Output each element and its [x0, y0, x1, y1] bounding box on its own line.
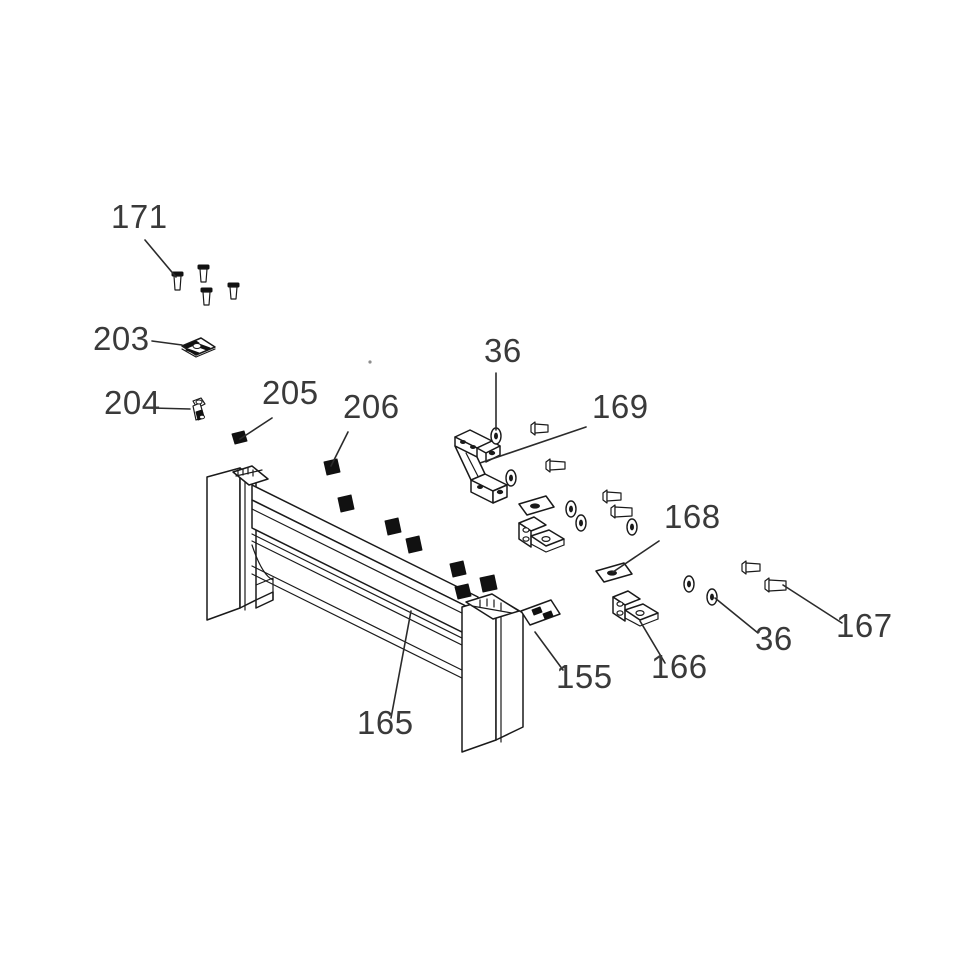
leader-line-203	[151, 340, 183, 346]
horizontal-bolt	[610, 504, 633, 519]
horizontal-bolt	[741, 560, 761, 575]
washer	[505, 469, 517, 487]
washer	[683, 575, 695, 593]
rail-right-leg	[461, 593, 524, 753]
leader-line-206	[330, 431, 349, 467]
leader-line-36b	[714, 597, 759, 634]
leader-line-167	[782, 584, 843, 624]
rail-front-face	[251, 499, 479, 641]
vertical-bolt	[197, 264, 210, 283]
stray-dot	[368, 360, 372, 364]
plug-cap	[405, 535, 423, 554]
horizontal-bolt	[545, 458, 566, 473]
rail-groove-4	[251, 565, 479, 679]
plug-cap	[454, 583, 472, 600]
plug-cap	[323, 458, 341, 476]
rail-groove-2	[251, 533, 479, 647]
horizontal-bolt	[602, 489, 622, 504]
plug-cap	[384, 517, 402, 536]
plug-cap	[337, 494, 355, 513]
part-167-bolt-group	[530, 421, 787, 593]
washer	[706, 588, 718, 606]
callout-label-171: 171	[111, 198, 168, 235]
horizontal-bolt	[530, 421, 549, 436]
leader-line-169	[479, 426, 587, 464]
callout-label-36b: 36	[755, 620, 793, 657]
callout-label-206: 206	[343, 388, 400, 425]
callout-label-167: 167	[836, 607, 893, 644]
plug-cap	[479, 574, 498, 593]
part-203-diamond-plate	[181, 337, 216, 358]
horizontal-bolt	[617, 508, 621, 521]
rail-groove-3	[251, 540, 479, 654]
leader-line-171	[144, 239, 177, 278]
callout-label-205: 205	[262, 374, 319, 411]
part-36-washer-group	[490, 427, 718, 606]
washer	[575, 514, 587, 532]
callout-label-155: 155	[556, 658, 613, 695]
vertical-bolt	[200, 287, 213, 306]
callout-label-168: 168	[664, 498, 721, 535]
leader-line-205	[239, 417, 273, 440]
rail-top-face	[251, 484, 479, 613]
washer	[565, 500, 577, 518]
callout-label-36a: 36	[484, 332, 522, 369]
callout-label-169: 169	[592, 388, 649, 425]
callout-label-165: 165	[357, 704, 414, 741]
callout-label-204: 204	[104, 384, 161, 421]
vertical-bolt	[227, 282, 240, 300]
washer	[626, 518, 638, 536]
part-155-slotted-plate	[520, 599, 561, 626]
part-205-plug-cap	[231, 430, 248, 445]
part-165-main-rail-frame	[206, 465, 524, 753]
rail-left-leg	[206, 465, 274, 621]
leader-line-155	[534, 631, 564, 671]
part-168-flat-tab-plate	[595, 562, 633, 583]
leader-line-166	[639, 620, 666, 664]
plug-cap	[449, 560, 467, 578]
part-206-plug-cap-row	[323, 458, 498, 600]
rail-groove-1	[251, 508, 479, 622]
horizontal-bolt	[764, 577, 787, 593]
leader-line-165	[390, 610, 412, 719]
part-166-angle-bracket	[612, 590, 659, 627]
leader-lines	[144, 239, 843, 719]
rail-groove-5	[251, 573, 479, 687]
callout-labels: 171 203 204 205 206 36 169 168 167 36 166 155 165	[93, 198, 893, 741]
callout-label-166: 166	[651, 648, 708, 685]
part-171-bolt-group	[171, 264, 240, 306]
leader-line-204	[151, 407, 191, 410]
leader-line-168	[612, 540, 660, 573]
part-204-hinge-fitting	[192, 397, 206, 421]
flat-tab-plate	[518, 495, 555, 516]
callout-label-203: 203	[93, 320, 150, 357]
angle-bracket	[518, 516, 565, 553]
